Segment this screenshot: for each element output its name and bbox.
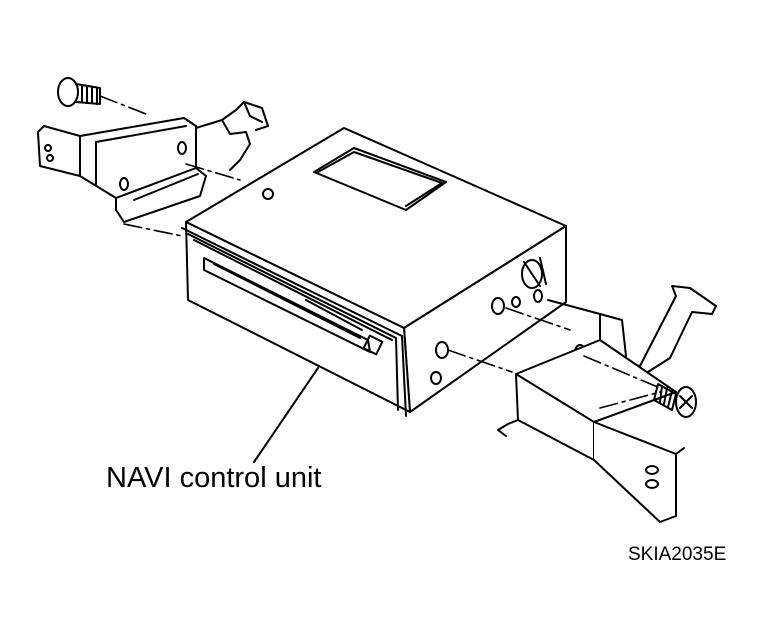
navi-control-unit	[181, 127, 567, 417]
callout-label-navi-control-unit: NAVI control unit	[106, 462, 322, 494]
right-bracket	[497, 285, 717, 523]
alignment-lines	[99, 95, 661, 409]
right-screw	[653, 383, 697, 418]
callout-leader-line	[253, 367, 319, 463]
figure-id: SKIA2035E	[628, 544, 727, 565]
left-bracket	[37, 101, 269, 223]
left-bolt	[57, 77, 101, 107]
